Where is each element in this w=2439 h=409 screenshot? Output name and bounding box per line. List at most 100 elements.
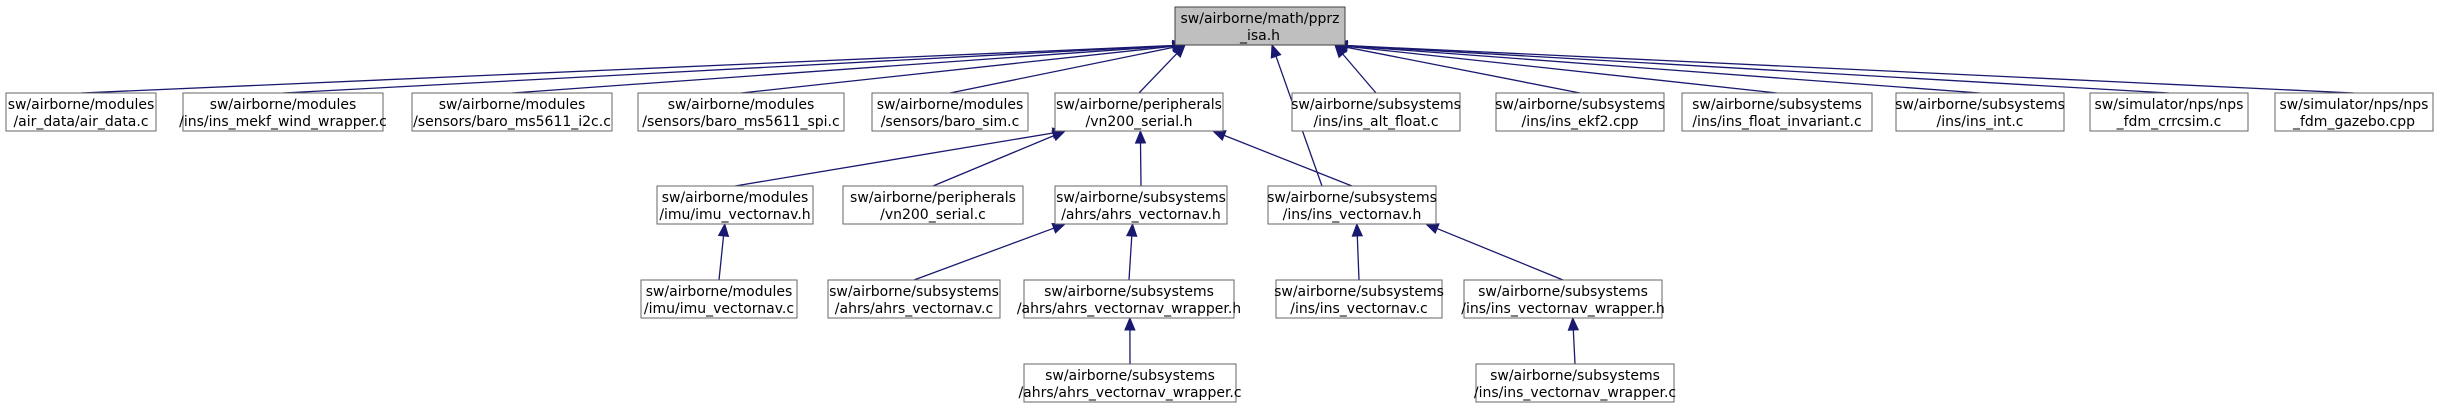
node-baro-sim[interactable]: sw/airborne/modules/sensors/baro_sim.c (871, 92, 1029, 132)
edge-nps-fdm-gazebo-to-root (1333, 39, 2355, 94)
node-ins-vectornav-c[interactable]: sw/airborne/subsystems/ins/ins_vectornav… (1274, 279, 1444, 319)
node-label-line: /ins/ins_alt_float.c (1313, 114, 1438, 130)
node-ins-float-invariant[interactable]: sw/airborne/subsystems/ins/ins_float_inv… (1681, 92, 1873, 132)
edge-line (718, 235, 725, 281)
edge-arrowhead (1134, 129, 1147, 144)
node-ins-int[interactable]: sw/airborne/subsystems/ins/ins_int.c (1895, 92, 2065, 132)
edge-ahrs-vectornav-c-to-ahrs-vectornav-h (913, 222, 1067, 281)
node-label-line: /vn200_serial.h (1086, 114, 1193, 130)
node-label-line: /imu/imu_vectornav.h (659, 207, 810, 223)
node-box (1023, 279, 1235, 319)
node-ahrs-vectornav-wrapper-c[interactable]: sw/airborne/subsystems/ahrs/ahrs_vectorn… (1018, 363, 1242, 403)
node-ahrs-vectornav-wrapper-h[interactable]: sw/airborne/subsystems/ahrs/ahrs_vectorn… (1017, 279, 1241, 319)
edge-ins-vectornav-h-to-vn200-serial-h (1211, 130, 1353, 187)
edge-nps-fdm-crrcsim-to-root (1333, 39, 2170, 94)
node-label-line: /ahrs/ahrs_vectornav.c (835, 301, 993, 317)
node-imu-vectornav-c[interactable]: sw/airborne/modules/imu/imu_vectornav.c (640, 279, 798, 319)
node-label-line: sw/airborne/math/pprz (1180, 11, 1339, 27)
edge-line (1346, 44, 2355, 94)
node-label-line: /ins/ins_vectornav_wrapper.c (1474, 385, 1676, 401)
node-nps-fdm-gazebo[interactable]: sw/simulator/nps/nps_fdm_gazebo.cpp (2274, 92, 2434, 132)
node-label-line: sw/airborne/subsystems (1274, 284, 1444, 300)
node-box (1054, 92, 1224, 132)
edge-line (1342, 53, 1377, 94)
node-box (640, 279, 798, 319)
edge-line (1346, 45, 1778, 94)
node-vn200-serial-h[interactable]: sw/airborne/peripherals/vn200_serial.h (1054, 92, 1224, 132)
node-root[interactable]: sw/airborne/math/pprz_isa.h (1174, 6, 1346, 46)
node-label-line: sw/airborne/subsystems (829, 284, 999, 300)
edge-arrowhead (1126, 222, 1138, 237)
node-label-line: sw/airborne/subsystems (1495, 97, 1665, 113)
edge-ins-vectornav-wrapper-c-to-ins-vectornav-wrapper-h (1567, 316, 1580, 365)
edge-line (1346, 45, 1981, 94)
edge-arrowhead (1051, 130, 1067, 142)
node-box (1023, 363, 1237, 403)
edge-line (932, 135, 1055, 187)
node-ins-alt-float[interactable]: sw/airborne/subsystems/ins/ins_alt_float… (1291, 92, 1461, 132)
nodes-layer: sw/airborne/math/pprz_isa.hsw/airborne/m… (5, 6, 2434, 403)
node-label-line: /ahrs/ahrs_vectornav_wrapper.c (1018, 385, 1241, 401)
node-label-line: /sensors/baro_ms5611_i2c.c (413, 114, 611, 130)
node-ins-vectornav-wrapper-c[interactable]: sw/airborne/subsystems/ins/ins_vectornav… (1474, 363, 1676, 403)
node-box (656, 185, 814, 225)
node-label-line: sw/airborne/subsystems (1478, 284, 1648, 300)
node-label-line: _fdm_crrcsim.c (2116, 114, 2222, 130)
edge-ahrs-vectornav-wrapper-c-to-ahrs-vectornav-wrapper-h (1124, 316, 1136, 365)
node-label-line: /ins/ins_mekf_wind_wrapper.c (179, 114, 387, 130)
node-box (827, 279, 1001, 319)
node-label-line: sw/airborne/subsystems (1045, 368, 1215, 384)
node-label-line: sw/airborne/modules (210, 97, 357, 113)
edge-line (734, 132, 1054, 187)
edge-ins-vectornav-c-to-ins-vectornav-h (1351, 222, 1364, 281)
edge-line (1346, 45, 2170, 94)
edge-line (1346, 46, 1581, 94)
node-box (1895, 92, 2065, 132)
node-ahrs-vectornav-h[interactable]: sw/airborne/subsystems/ahrs/ahrs_vectorn… (1054, 185, 1228, 225)
node-box (871, 92, 1029, 132)
node-baro-ms5611-i2c[interactable]: sw/airborne/modules/sensors/baro_ms5611_… (411, 92, 613, 132)
node-ins-vectornav-wrapper-h[interactable]: sw/airborne/subsystems/ins/ins_vectornav… (1461, 279, 1665, 319)
edge-line (80, 44, 1174, 94)
node-box (637, 92, 845, 132)
node-box (2089, 92, 2249, 132)
node-label-line: sw/simulator/nps/nps (2280, 97, 2429, 113)
node-label-line: /ins/ins_ekf2.cpp (1521, 114, 1638, 130)
node-box (1463, 279, 1663, 319)
edge-line (1356, 235, 1360, 281)
node-box (5, 92, 157, 132)
edge-imu-vectornav-c-to-imu-vectornav-h (717, 222, 730, 281)
edge-ins-mekf-wind-to-root (282, 39, 1187, 94)
node-vn200-serial-c[interactable]: sw/airborne/peripherals/vn200_serial.c (842, 185, 1024, 225)
node-baro-ms5611-spi[interactable]: sw/airborne/modules/sensors/baro_ms5611_… (637, 92, 845, 132)
edge-line (1436, 227, 1564, 281)
edge-line (511, 45, 1174, 94)
edge-arrowhead (1270, 43, 1282, 59)
node-nps-fdm-crrcsim[interactable]: sw/simulator/nps/nps_fdm_crrcsim.c (2089, 92, 2249, 132)
node-label-line: sw/airborne/subsystems (1056, 190, 1226, 206)
node-ins-mekf-wind[interactable]: sw/airborne/modules/ins/ins_mekf_wind_wr… (179, 92, 387, 132)
node-box (1054, 185, 1228, 225)
node-label-line: sw/airborne/modules (8, 97, 155, 113)
node-label-line: sw/airborne/modules (668, 97, 815, 113)
node-label-line: /ahrs/ahrs_vectornav_wrapper.h (1017, 301, 1241, 317)
edge-arrowhead (1567, 316, 1580, 331)
node-label-line: sw/airborne/subsystems (1044, 284, 1214, 300)
node-ins-ekf2[interactable]: sw/airborne/subsystems/ins/ins_ekf2.cpp (1495, 92, 1665, 132)
node-label-line: sw/simulator/nps/nps (2095, 97, 2244, 113)
node-label-line: /air_data/air_data.c (13, 114, 148, 130)
node-label-line: sw/airborne/subsystems (1490, 368, 1660, 384)
edge-ins-int-to-root (1333, 40, 1981, 94)
edge-line (1128, 235, 1133, 281)
node-ins-vectornav-h[interactable]: sw/airborne/subsystems/ins/ins_vectornav… (1267, 185, 1437, 225)
node-label-line: /ahrs/ahrs_vectornav.h (1061, 207, 1221, 223)
node-ahrs-vectornav-c[interactable]: sw/airborne/subsystems/ahrs/ahrs_vectorn… (827, 279, 1001, 319)
node-label-line: sw/airborne/peripherals (850, 190, 1016, 206)
node-box (182, 92, 384, 132)
edge-arrowhead (1351, 222, 1364, 237)
node-label-line: /imu/imu_vectornav.c (644, 301, 794, 317)
node-air-data-c[interactable]: sw/airborne/modules/air_data/air_data.c (5, 92, 157, 132)
node-label-line: sw/airborne/modules (646, 284, 793, 300)
node-imu-vectornav-h[interactable]: sw/airborne/modules/imu/imu_vectornav.h (656, 185, 814, 225)
